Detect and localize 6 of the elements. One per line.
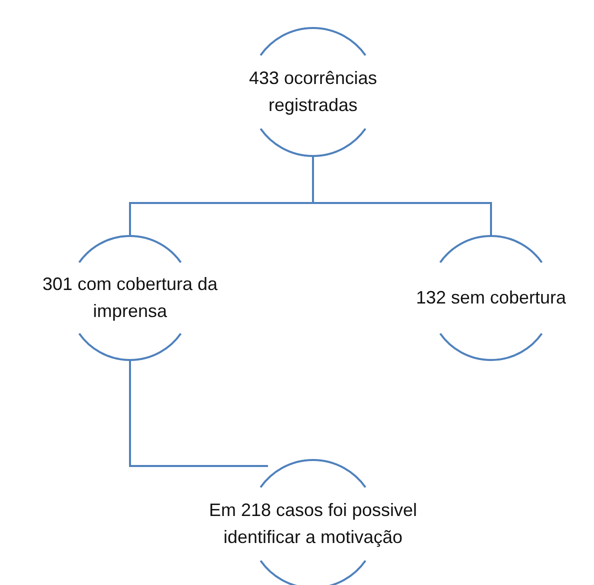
node-label: 301 com cobertura da imprensa	[41, 273, 219, 323]
connector-line	[312, 156, 492, 236]
node-label: Em 218 casos foi possivel identificar a motivação	[208, 499, 418, 549]
node-label: 132 sem cobertura	[414, 286, 568, 310]
connector-line	[129, 360, 268, 467]
node-label: 433 ocorrências registradas	[248, 67, 378, 117]
